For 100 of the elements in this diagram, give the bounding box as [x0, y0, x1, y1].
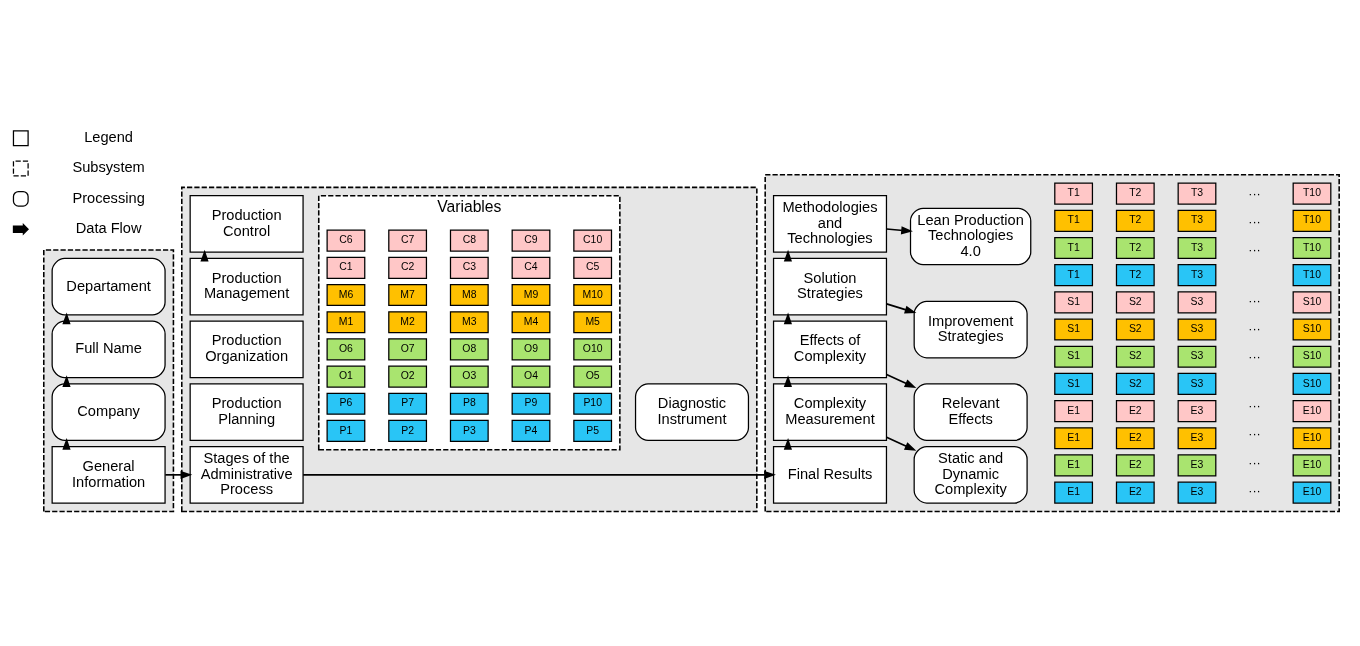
label: ···	[1247, 399, 1261, 414]
arrow	[301, 470, 776, 479]
node-box: P2	[387, 419, 427, 443]
node-box: O3	[449, 365, 489, 388]
node-box: M3	[449, 311, 489, 334]
node-box: M10	[572, 283, 612, 307]
label: ···	[1247, 455, 1261, 470]
node-box: O7	[387, 338, 427, 361]
node-box: Relevant Effects	[913, 383, 1028, 441]
node-box: P4	[511, 419, 550, 443]
node-box: E1	[1053, 481, 1093, 504]
node-box: S2	[1115, 345, 1155, 368]
node-box: S3	[1177, 372, 1216, 395]
node-box: S3	[1177, 291, 1216, 314]
node-box: Improvement Strategies	[913, 300, 1028, 359]
node-box: T1	[1053, 236, 1093, 260]
node-box: T1	[1053, 209, 1093, 232]
arrow	[885, 303, 916, 314]
node-box: C1	[326, 256, 365, 279]
node-box: T1	[1053, 182, 1093, 205]
node-box: S3	[1177, 318, 1216, 341]
node-box: P9	[511, 392, 550, 415]
node-box: Production Organization	[189, 320, 304, 379]
arrow	[885, 436, 916, 451]
node-box: E2	[1115, 427, 1155, 450]
legend-label: Processing	[71, 189, 145, 206]
legend-label: Data Flow	[75, 220, 142, 237]
node-box: E2	[1115, 400, 1155, 423]
node-box: P6	[326, 392, 365, 415]
node-box: T10	[1292, 209, 1331, 232]
node-box: E10	[1292, 454, 1331, 477]
node-box: O5	[572, 365, 612, 388]
legend-label: Subsystem	[71, 159, 145, 176]
node-box: C9	[511, 229, 550, 252]
node-box: Departament	[51, 257, 166, 316]
node-box: P1	[326, 419, 365, 443]
node-box: E3	[1177, 454, 1216, 477]
node-box: T3	[1177, 264, 1216, 287]
node-box: E1	[1053, 427, 1093, 450]
node-box: M9	[511, 283, 550, 307]
label: ···	[1247, 350, 1261, 364]
node-box: E1	[1053, 454, 1093, 477]
node-box: E3	[1177, 481, 1216, 504]
node-box: S10	[1292, 345, 1331, 368]
node-box: M8	[449, 283, 489, 307]
node-box: C8	[449, 229, 489, 252]
node-box: P5	[572, 419, 612, 443]
node-box: T10	[1292, 264, 1331, 287]
node-box: T3	[1177, 182, 1216, 205]
node-box: Static and Dynamic Complexity	[913, 446, 1028, 504]
node-box: M4	[511, 311, 550, 334]
node-box: T1	[1053, 264, 1093, 287]
node-box: E10	[1292, 400, 1331, 423]
label: ···	[1247, 186, 1261, 201]
node-box: M7	[387, 283, 427, 307]
node-box: E3	[1177, 427, 1216, 450]
arrow	[885, 226, 913, 235]
node-box: S2	[1115, 318, 1155, 341]
node-box: O9	[511, 338, 550, 361]
node-box: S1	[1053, 291, 1093, 314]
node-box: Production Planning	[189, 383, 304, 441]
node-box: E10	[1292, 481, 1331, 504]
label: ···	[1247, 321, 1261, 336]
node-box: T2	[1115, 182, 1155, 205]
node-box: O10	[572, 338, 612, 361]
node-box: Stages of the Administrative Process	[189, 446, 304, 504]
node-box: S1	[1053, 372, 1093, 395]
node-box: C2	[387, 256, 427, 279]
node-box: E3	[1177, 400, 1216, 423]
node-box: M2	[387, 311, 427, 334]
node-box: T2	[1115, 236, 1155, 260]
arrow	[164, 470, 192, 479]
label: ···	[1247, 483, 1261, 498]
node-box: S2	[1115, 372, 1155, 395]
label: ···	[1247, 243, 1261, 258]
node-box: P10	[572, 392, 612, 415]
node-box: O8	[449, 338, 489, 361]
arrow	[885, 373, 916, 388]
node-box: O6	[326, 338, 365, 361]
node-box: M5	[572, 311, 612, 334]
cluster	[42, 249, 174, 513]
node-box: C5	[572, 256, 612, 279]
node-box: M1	[326, 311, 365, 334]
node-box: M6	[326, 283, 365, 307]
node-box: E2	[1115, 481, 1155, 504]
node-box: P3	[449, 419, 489, 443]
node-box: S3	[1177, 345, 1216, 368]
node-box: C4	[511, 256, 550, 279]
node-box: C7	[387, 229, 427, 252]
node-box: T10	[1292, 182, 1331, 205]
node-box: T3	[1177, 209, 1216, 232]
node-box: S1	[1053, 345, 1093, 368]
node-box: Diagnostic Instrument	[634, 383, 749, 441]
node-box: C6	[326, 229, 365, 252]
node-box: S2	[1115, 291, 1155, 314]
node-box: T3	[1177, 236, 1216, 260]
node-box: T2	[1115, 209, 1155, 232]
node-box: O1	[326, 365, 365, 388]
node-box: S1	[1053, 318, 1093, 341]
node-box: S10	[1292, 372, 1331, 395]
